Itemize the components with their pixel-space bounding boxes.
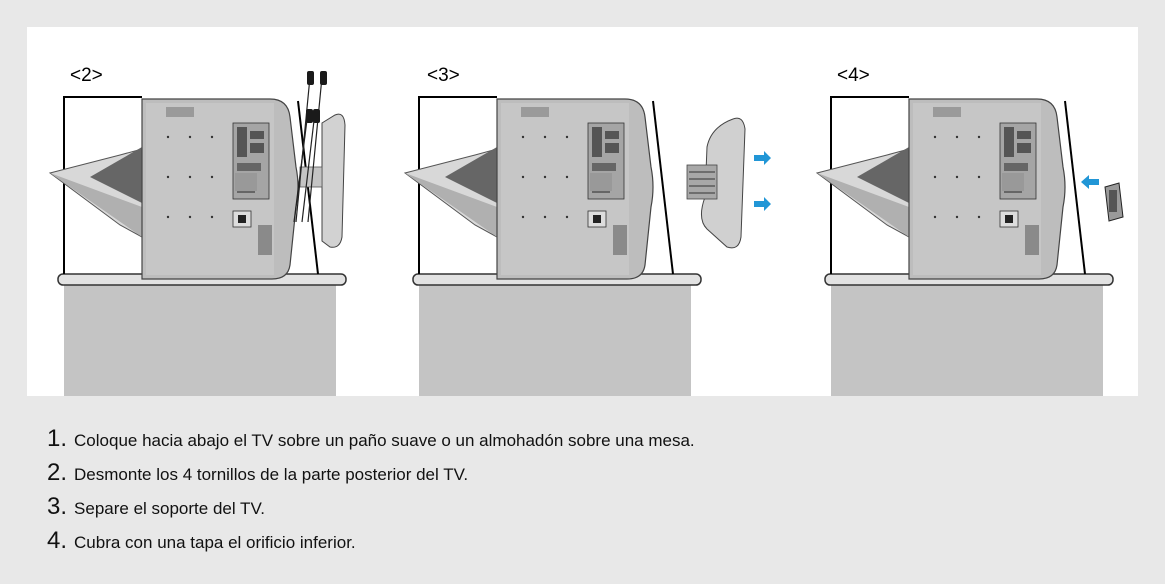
- instruction-text: Cubra con una tapa el orificio inferior.: [74, 533, 356, 552]
- panel-2-illustration: <2>: [49, 65, 347, 396]
- instruction-list: 1.Coloque hacia abajo el TV sobre un pañ…: [47, 425, 695, 561]
- instruction-number: 3: [47, 493, 61, 520]
- instruction-item: 3.Separe el soporte del TV.: [47, 493, 265, 520]
- instruction-number: 1: [47, 425, 61, 452]
- instruction-number: 4: [47, 527, 61, 554]
- instruction-text: Separe el soporte del TV.: [74, 499, 265, 518]
- instruction-number: 2: [47, 459, 61, 486]
- instruction-item: 1.Coloque hacia abajo el TV sobre un pañ…: [47, 425, 695, 452]
- screw-icon: [306, 71, 327, 123]
- instruction-item: 2.Desmonte los 4 tornillos de la parte p…: [47, 459, 469, 486]
- arrow-right-icon: [754, 151, 771, 211]
- arrow-left-icon: [1081, 175, 1099, 189]
- panel-4-label: <4>: [837, 65, 870, 86]
- panel-3-illustration: <3>: [404, 65, 771, 396]
- instruction-text: Desmonte los 4 tornillos de la parte pos…: [74, 465, 469, 484]
- panel-2-label: <2>: [70, 65, 103, 86]
- tv-stand-removal-illustration: <2> <3>: [49, 65, 1124, 396]
- illustration-panel: <2> <3>: [27, 27, 1138, 396]
- instruction-text: Coloque hacia abajo el TV sobre un paño …: [74, 431, 695, 450]
- panel-4-illustration: <4>: [816, 65, 1124, 396]
- instruction-item: 4.Cubra con una tapa el orificio inferio…: [47, 527, 356, 554]
- panel-3-label: <3>: [427, 65, 460, 86]
